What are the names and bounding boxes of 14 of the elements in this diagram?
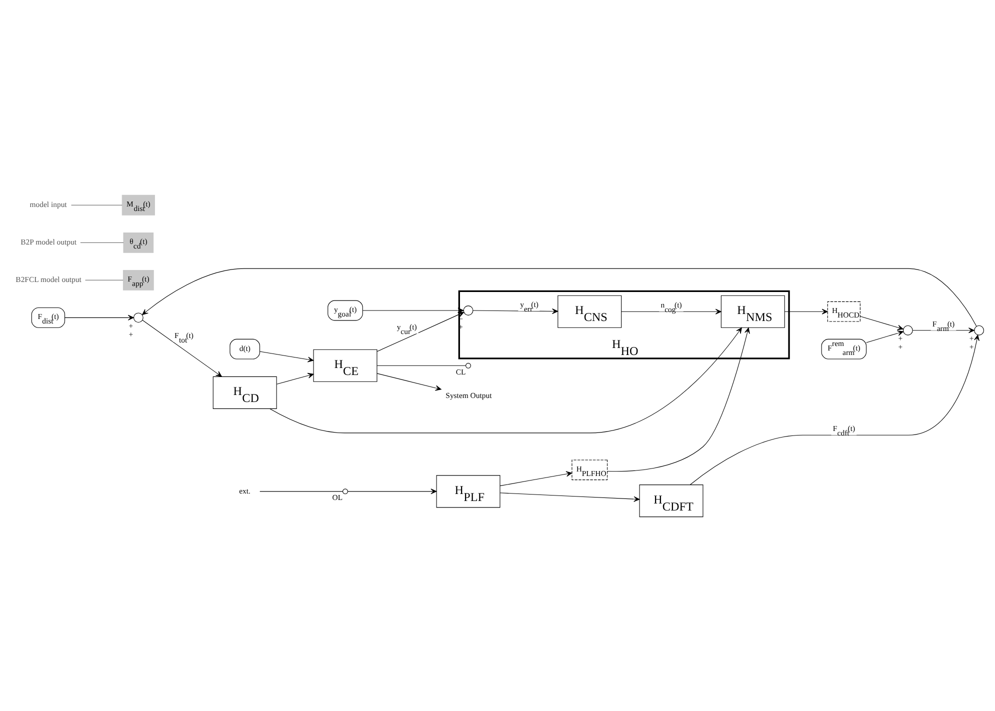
- node-label: +: [128, 321, 134, 330]
- node-label: +: [458, 322, 463, 332]
- node-text: B2P model output: [20, 237, 77, 246]
- node-label: +: [128, 329, 134, 338]
- node-label: CL: [456, 366, 466, 376]
- node-label: +: [898, 334, 903, 343]
- node-text: System Output: [446, 390, 492, 400]
- node-text: model input: [30, 200, 67, 209]
- node-label: OL: [332, 492, 343, 502]
- node-label: +: [898, 342, 903, 351]
- node-label: +: [969, 342, 974, 351]
- node-text: B2FCL model output: [16, 274, 82, 284]
- node-label: +: [969, 334, 974, 343]
- node-text: ext.: [239, 486, 250, 495]
